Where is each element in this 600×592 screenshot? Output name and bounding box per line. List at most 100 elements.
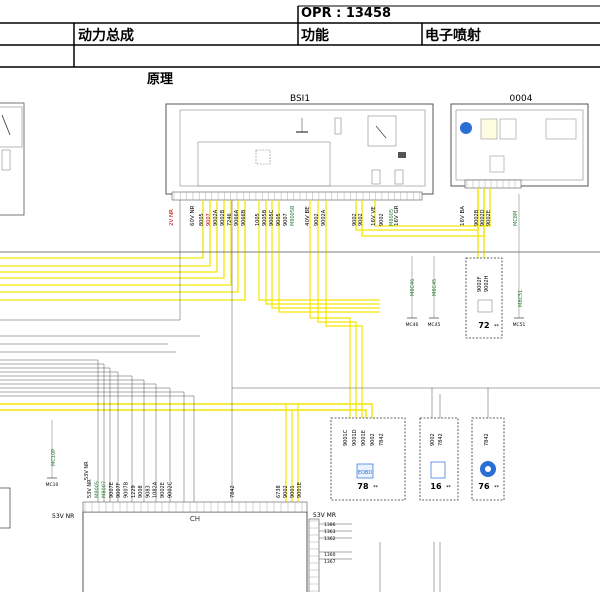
ch-wire-label: 9083 (145, 485, 151, 498)
bus-wire (0, 200, 218, 273)
ch-right-connector: 53V MR (313, 512, 336, 519)
bsi-wire-label: 9002 (352, 213, 358, 226)
ecu-status-icon (460, 122, 472, 134)
bsi-connector-a: 2V NR (169, 209, 175, 226)
ch-wire-label: 1082A (153, 481, 159, 498)
mc51-vert-label: M8C51 (518, 290, 524, 307)
bsi-connector-d: 16V VE (371, 206, 377, 226)
bsi-connector-b: 60V NR (190, 205, 196, 226)
c76-wire-label: 7842 (484, 433, 490, 446)
mc51-label: MC51 (513, 322, 526, 328)
c78-code: 78 (357, 482, 369, 491)
opr-number: OPR : 13458 (301, 6, 392, 21)
c72-wire-label: 9002F (477, 276, 483, 292)
bsi-wire-label: 9002 (358, 213, 364, 226)
ecu-wire-label: 9002D (480, 209, 486, 226)
c16-suffix: ** (446, 485, 452, 491)
ch-signal-wire (0, 387, 171, 502)
bsi-connector-c: 40V BE (305, 206, 311, 226)
mid-wire-label: 7842 (230, 485, 236, 498)
bsi-connector-e: 16V GR (394, 205, 400, 226)
c78-wire-label: 7842 (379, 433, 385, 446)
c78-wire-label: 9001D (352, 429, 358, 446)
bsi-wire-label: 9007 (206, 213, 212, 226)
ch-wire-label: 9007E (109, 482, 115, 498)
component-16: 16 ** (419, 417, 459, 501)
bsi-wire-label: 9005 (276, 213, 282, 226)
mc46-vert-label: M8C46 (410, 279, 416, 296)
ch-signal-wire (0, 391, 185, 502)
ground-mc45: MC45 M8C45 (428, 256, 441, 328)
left-small-component (0, 487, 11, 529)
ecu-sensor-icon-2 (499, 118, 517, 140)
bsi-wire-label: 9002 (314, 213, 320, 226)
ecu-sensor-icon-1 (480, 118, 498, 140)
bsi-wire-label: 9002A (213, 209, 219, 226)
ecu-0004-unit: 0004 (450, 94, 589, 189)
c76-suffix: ** (494, 485, 500, 491)
bsi-wire (271, 200, 380, 309)
bus-wire (0, 200, 211, 267)
component-78: EOBD 78 ** (330, 417, 406, 501)
ecu-mc-label: MC8M (513, 211, 519, 226)
c76-code: 76 (478, 482, 490, 491)
c78-wire-label: 9001C (343, 429, 349, 446)
c78-icon-text: EOBD (358, 470, 373, 476)
c16-wire-label: 9002 (430, 433, 436, 446)
left-partial-component (0, 102, 25, 216)
ch-signal-wire (0, 359, 99, 502)
ch-signal-wire (0, 379, 145, 502)
lower-bus-wire (0, 403, 373, 418)
ch-wire-label: 1229 (131, 485, 137, 498)
ecu-connector-row (464, 179, 522, 189)
bsi1-connector-row (171, 191, 423, 201)
c78-wire-label: 9001E (361, 430, 367, 446)
bsi-wire-label: 9002A (321, 209, 327, 226)
bus-wire (0, 200, 246, 301)
c72-wire-label: 9002H (484, 275, 490, 292)
bsi-wire (265, 200, 380, 305)
ground-mc46: MC46 M8C46 (406, 256, 419, 328)
bus-wire (0, 200, 239, 293)
ch-signal-wire (0, 371, 119, 502)
ch-wire-label: M8005 (94, 481, 100, 498)
c16-icon (430, 461, 446, 479)
mc45-label: MC45 (428, 322, 441, 328)
bsi-wire-label: 9066A (234, 209, 240, 226)
ch-wire-label: 9008 (138, 485, 144, 498)
ch-wire-label: 9007B (124, 481, 130, 498)
mc45-vert-label: M8C45 (432, 279, 438, 296)
bsi-to-c78-wire (325, 200, 363, 418)
lower-wire-label: 6738 (276, 485, 282, 498)
bus-wire (0, 200, 225, 279)
ecu-label: 0004 (510, 94, 533, 104)
function-label: 功能 (301, 28, 329, 44)
bsi1-label: BSI1 (290, 94, 310, 104)
ecu-wire-label: 9002E (486, 210, 492, 226)
bsi-wire-label: 1005 (255, 213, 261, 226)
ch-unit: CH 53V NR 53V MR (52, 501, 336, 592)
ch-wire-label: M8007 (102, 481, 108, 498)
bsi-wire-label: 9002B (220, 209, 226, 226)
header-grid (0, 5, 600, 68)
bsi-wire-label: 9066B (241, 209, 247, 226)
ch-wire-label: 9007F (116, 482, 122, 498)
ch-right-pin-label: 1386 (324, 522, 336, 528)
section-title: 原理 (147, 72, 174, 87)
ch-left-connector: 53V NR (52, 513, 74, 520)
ecu-wire-label: 9002B (474, 209, 480, 226)
bsi-wire-label: 8005 (199, 213, 205, 226)
function-value: 电子喷射 (425, 28, 481, 44)
ground-mc10: MC10 MC10P (46, 420, 59, 488)
component-72: 72 ** (465, 257, 503, 339)
category-label: 动力总成 (78, 28, 134, 44)
ch-right-pin-label: 1360 (324, 552, 336, 558)
component-76: 76 ** (471, 417, 505, 501)
bsi-wire-label: M8005B (290, 205, 296, 226)
ch-signal-wire (0, 363, 105, 502)
c78-icon (356, 463, 374, 479)
lower-wire-label: 9001 (290, 485, 296, 498)
ch-right-pin-label: 1363 (324, 529, 336, 535)
ch-signal-wire (0, 383, 157, 502)
